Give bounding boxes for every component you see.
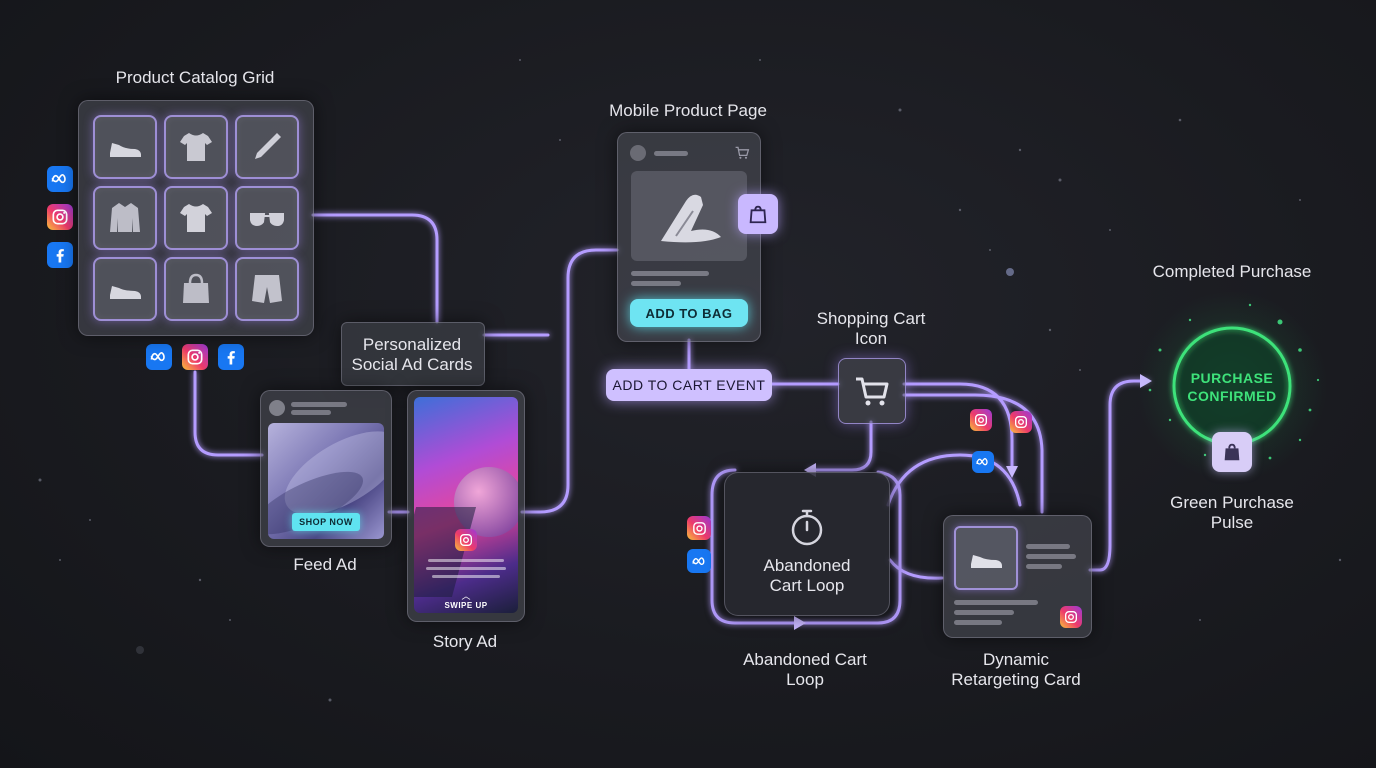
feed-ad-label: Feed Ad bbox=[293, 555, 357, 574]
line-story-to-mobile bbox=[520, 248, 619, 514]
jacket-icon bbox=[110, 203, 140, 232]
line-retarget-to-purchase bbox=[1088, 379, 1150, 572]
catalog-item-shoe[interactable] bbox=[93, 257, 157, 321]
add-to-bag-button[interactable]: ADD TO BAG bbox=[630, 299, 748, 327]
completed-purchase-label: Completed Purchase bbox=[1152, 262, 1312, 281]
dynamic-retargeting-card[interactable] bbox=[943, 515, 1092, 638]
catalog-item-jacket[interactable] bbox=[93, 186, 157, 250]
bag-icon bbox=[183, 273, 209, 303]
text-placeholder bbox=[631, 271, 709, 276]
abandoned-cart-label: Abandoned Cart Loop bbox=[743, 650, 867, 689]
text-placeholder bbox=[291, 410, 331, 415]
shoe-icon bbox=[110, 286, 141, 299]
avatar bbox=[269, 400, 285, 416]
meta-icon bbox=[687, 549, 711, 573]
personalized-label-box bbox=[341, 322, 485, 386]
tshirt-icon bbox=[180, 133, 212, 161]
catalog-item-tshirt[interactable] bbox=[164, 115, 228, 179]
shop-now-button[interactable]: SHOP NOW bbox=[292, 513, 360, 531]
cart-icon[interactable] bbox=[734, 145, 750, 161]
catalog-item-pen[interactable] bbox=[235, 115, 299, 179]
bag-icon bbox=[1212, 432, 1252, 472]
stopwatch-icon bbox=[789, 507, 825, 547]
meta-icon bbox=[146, 344, 172, 370]
catalog-label: Product Catalog Grid bbox=[115, 68, 275, 87]
text-placeholder bbox=[954, 620, 1002, 625]
instagram-icon bbox=[970, 409, 992, 431]
retarget-product-thumb bbox=[954, 526, 1018, 590]
line-cart-to-loop bbox=[808, 420, 873, 472]
shorts-icon bbox=[252, 275, 282, 303]
catalog-item-tshirt[interactable] bbox=[164, 186, 228, 250]
product-shape-icon bbox=[661, 194, 721, 243]
line-loop-to-retarget bbox=[888, 558, 944, 580]
add-to-cart-event-pill: ADD TO CART EVENT bbox=[606, 369, 772, 401]
text-placeholder bbox=[428, 559, 504, 562]
line-catalog-to-feed bbox=[193, 370, 264, 457]
personalized-label: Personalized Social Ad Cards bbox=[351, 335, 473, 374]
text-placeholder bbox=[654, 151, 688, 156]
abandoned-cart-loop-card[interactable]: Abandoned Cart Loop bbox=[724, 472, 890, 616]
tshirt-icon bbox=[180, 204, 212, 232]
dynamic-retargeting-label: Dynamic Retargeting Card bbox=[951, 650, 1081, 689]
product-catalog-grid bbox=[78, 100, 314, 336]
catalog-item-sunglasses[interactable] bbox=[235, 186, 299, 250]
shopping-cart-icon bbox=[856, 377, 889, 406]
mobile-product-page[interactable]: ADD TO BAG bbox=[617, 132, 761, 342]
line-catalog-to-personalized bbox=[311, 213, 439, 324]
shopping-cart-node[interactable] bbox=[838, 358, 906, 424]
purchase-particles bbox=[1148, 303, 1320, 460]
text-placeholder bbox=[291, 402, 347, 407]
facebook-icon bbox=[47, 242, 73, 268]
sunglasses-icon bbox=[250, 213, 284, 227]
shoe-icon bbox=[971, 555, 1002, 568]
instagram-icon bbox=[47, 204, 73, 230]
line-loop-arc bbox=[886, 453, 1022, 507]
instagram-icon bbox=[1060, 606, 1082, 628]
text-placeholder bbox=[426, 567, 506, 570]
instagram-icon bbox=[687, 516, 711, 540]
facebook-icon bbox=[218, 344, 244, 370]
instagram-icon bbox=[182, 344, 208, 370]
text-placeholder bbox=[432, 575, 500, 578]
avatar bbox=[630, 145, 646, 161]
swipe-up-button[interactable]: SWIPE UP bbox=[444, 600, 488, 610]
mobile-page-label: Mobile Product Page bbox=[609, 101, 767, 120]
catalog-item-shorts[interactable] bbox=[235, 257, 299, 321]
purchase-confirmed-text: PURCHASE CONFIRMED bbox=[1187, 370, 1277, 404]
abandoned-loop-title: Abandoned Cart Loop bbox=[763, 556, 851, 595]
green-pulse-label: Green Purchase Pulse bbox=[1170, 493, 1294, 532]
text-placeholder bbox=[1026, 544, 1070, 549]
meta-icon bbox=[972, 451, 994, 473]
pen-icon bbox=[255, 133, 281, 159]
text-placeholder bbox=[954, 610, 1014, 615]
bag-icon[interactable] bbox=[738, 194, 778, 234]
story-ad-image bbox=[414, 397, 518, 613]
instagram-icon bbox=[455, 529, 477, 551]
text-placeholder bbox=[631, 281, 681, 286]
catalog-item-shoe[interactable] bbox=[93, 115, 157, 179]
story-ad-card[interactable]: ︿ SWIPE UP bbox=[407, 390, 525, 622]
shoe-icon bbox=[110, 143, 141, 157]
shopping-cart-label: Shopping Cart Icon bbox=[816, 309, 926, 348]
catalog-item-bag[interactable] bbox=[164, 257, 228, 321]
instagram-icon bbox=[1010, 411, 1032, 433]
story-ad-label: Story Ad bbox=[432, 632, 498, 651]
text-placeholder bbox=[1026, 564, 1062, 569]
meta-icon bbox=[47, 166, 73, 192]
line-cart-to-retarget-b bbox=[902, 393, 1044, 514]
product-image bbox=[631, 171, 747, 261]
feed-ad-card[interactable]: SHOP NOW bbox=[260, 390, 392, 547]
text-placeholder bbox=[954, 600, 1038, 605]
chevron-up-icon: ︿ bbox=[461, 591, 471, 601]
abandoned-loop-ring bbox=[710, 468, 902, 625]
text-placeholder bbox=[1026, 554, 1076, 559]
